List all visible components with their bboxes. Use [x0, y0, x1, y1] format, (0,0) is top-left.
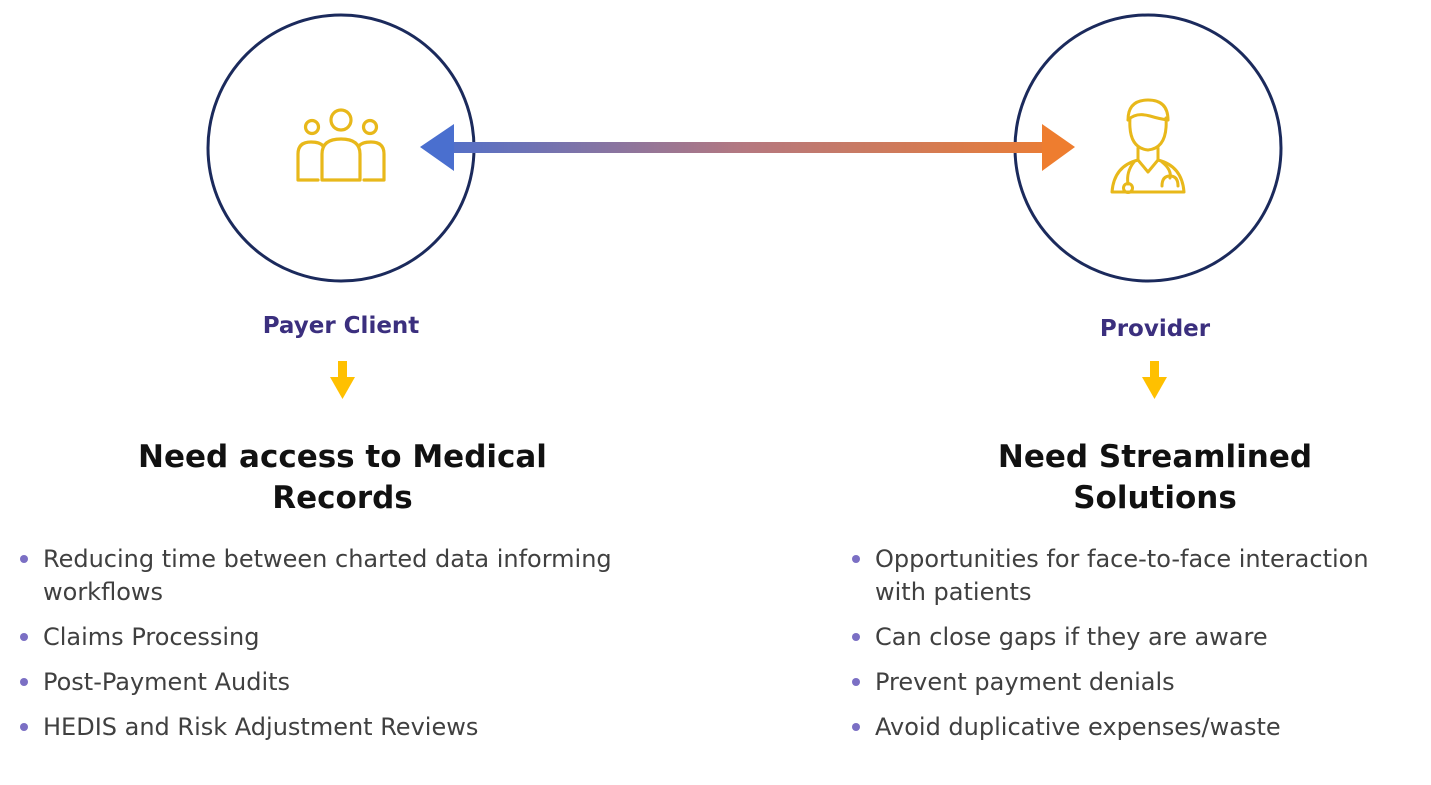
- payer-client-label: Payer Client: [262, 313, 420, 339]
- list-item: Reducing time between charted data infor…: [18, 543, 698, 609]
- list-item: HEDIS and Risk Adjustment Reviews: [18, 711, 698, 744]
- list-item: Claims Processing: [18, 621, 698, 654]
- double-headed-arrow: [420, 124, 1075, 171]
- users-group-icon: [296, 108, 386, 182]
- list-item: Prevent payment denials: [850, 666, 1425, 699]
- list-item: Avoid duplicative expenses/waste: [850, 711, 1425, 744]
- payer-down-arrow: [330, 361, 355, 399]
- list-item: Opportunities for face-to-face interacti…: [850, 543, 1425, 609]
- doctor-icon: [1110, 98, 1186, 194]
- list-item: Can close gaps if they are aware: [850, 621, 1425, 654]
- list-item: Post-Payment Audits: [18, 666, 698, 699]
- provider-label: Provider: [1099, 316, 1211, 342]
- provider-down-arrow: [1142, 361, 1167, 399]
- provider-heading: Need Streamlined Solutions: [997, 439, 1313, 516]
- provider-bullet-list: Opportunities for face-to-face interacti…: [850, 543, 1425, 756]
- payer-heading: Need access to Medical Records: [138, 439, 547, 516]
- payer-bullet-list: Reducing time between charted data infor…: [18, 543, 698, 756]
